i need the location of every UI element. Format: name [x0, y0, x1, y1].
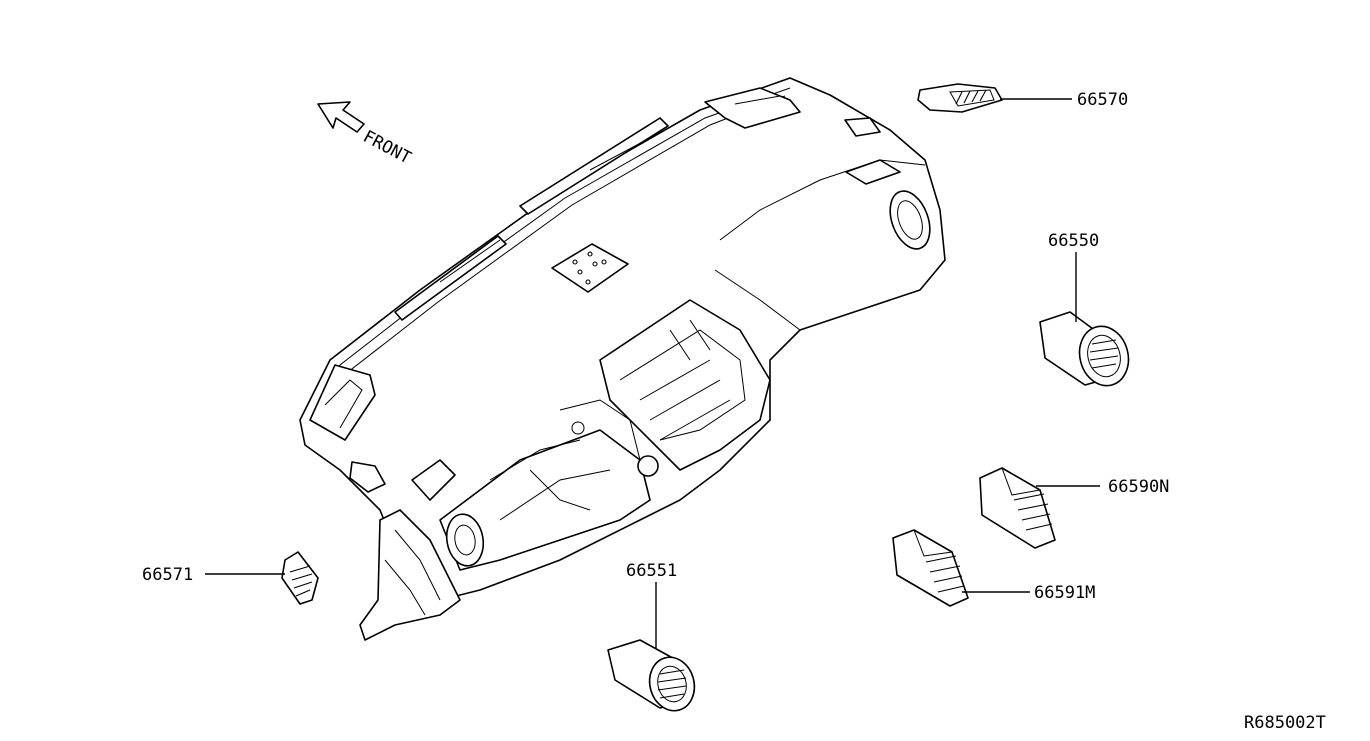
instrument-panel: [299, 77, 946, 641]
front-arrow-icon: [317, 101, 365, 133]
callout-66570: 66570: [1077, 90, 1128, 110]
part-66591M: [892, 529, 969, 607]
front-label: FRONT: [360, 127, 415, 169]
callout-66551: 66551: [626, 561, 677, 581]
callout-66590N: 66590N: [1108, 477, 1169, 497]
part-66590N: [979, 467, 1056, 549]
callout-66571: 66571: [142, 565, 193, 585]
part-66570: [917, 83, 1003, 113]
callout-66550: 66550: [1048, 231, 1099, 251]
drawing-code: R685002T: [1244, 713, 1326, 733]
part-66550: [1039, 311, 1130, 387]
callout-66591M: 66591M: [1034, 583, 1095, 603]
part-66571: [281, 551, 319, 605]
part-66551: [607, 639, 696, 712]
